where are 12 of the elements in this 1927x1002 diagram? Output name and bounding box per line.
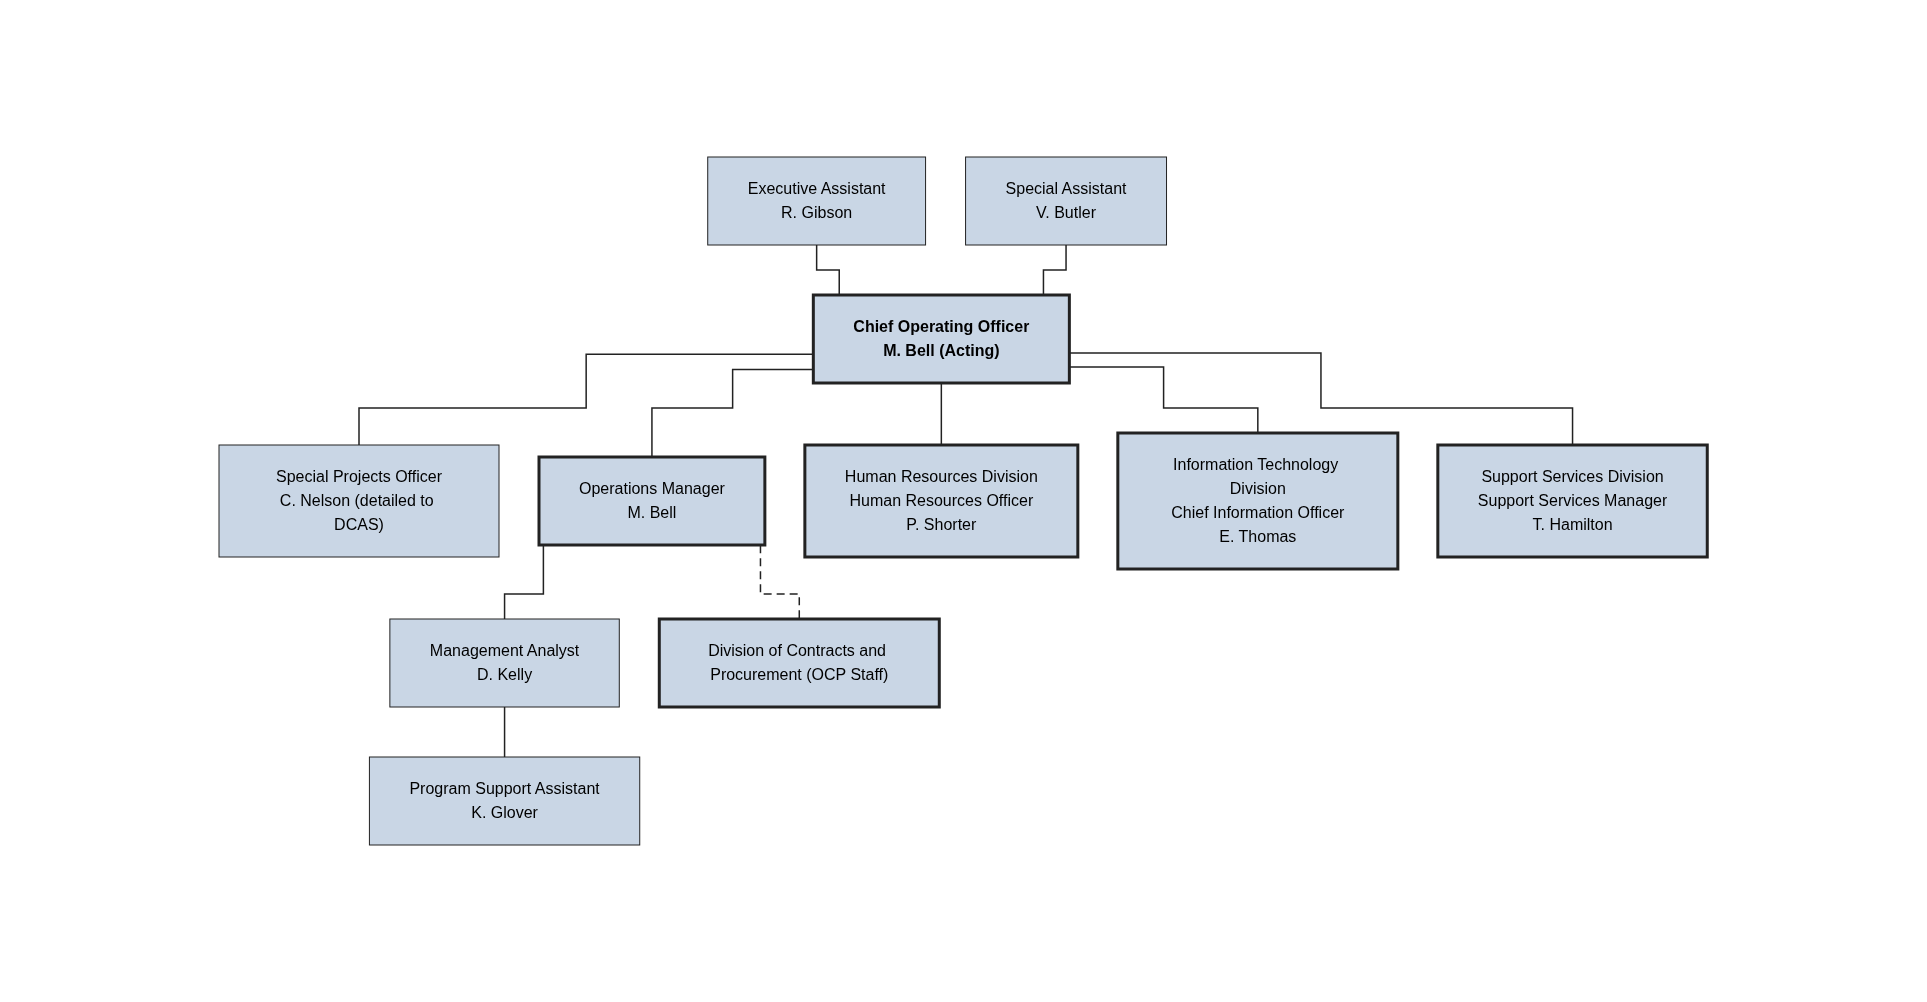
node-box: Special Projects Officer C. Nelson (detailed to DCAS) [218, 444, 500, 558]
node-box: Special Assistant V. Butler [965, 156, 1168, 246]
node-box: Support Services Division Support Services Manager T. Hamilton [1436, 443, 1710, 559]
node-box: Division of Contracts and Procurement (OCP Staff) [658, 617, 942, 709]
node-box: Program Support Assistant K. Glover [369, 756, 641, 846]
node-box: Human Resources Division Human Resources Officer P. Shorter [803, 443, 1080, 559]
node-box: Chief Operating Officer M. Bell (Acting) [812, 293, 1072, 385]
node-box: Information Technology Division Chief Information Officer E. Thomas [1116, 431, 1400, 571]
node-box: Management Analyst D. Kelly [389, 618, 621, 708]
node-box: Executive Assistant R. Gibson [707, 156, 927, 246]
connector [504, 706, 506, 758]
node-box: Operations Manager M. Bell [537, 455, 767, 547]
